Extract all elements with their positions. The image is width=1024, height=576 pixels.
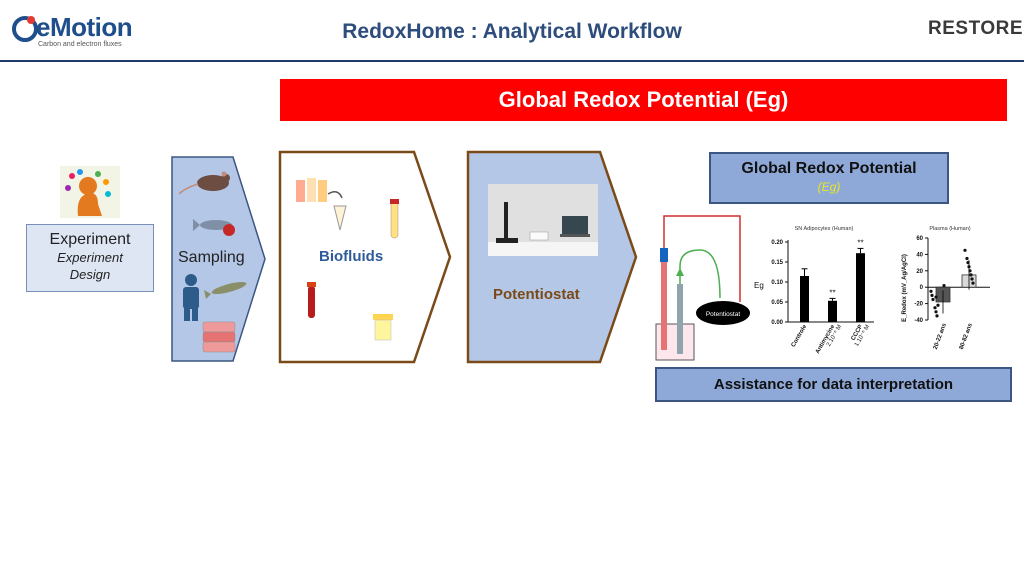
person-icon [183,274,199,321]
adipocytes-ytick-label: 0.20 [771,240,783,246]
mouse-icon [178,171,230,195]
emotion-logo-text: eMotion [36,12,133,42]
adipocytes-ytick-label: 0.15 [771,260,783,266]
plasma-point [929,289,933,293]
plasma-point [966,261,970,265]
experiment-illustration-icon [60,166,120,218]
experiment-box: Experiment Experiment Design [26,224,154,292]
urine-cup-icon [373,314,393,341]
potentiostat-chevron [466,150,638,364]
section-banner: Global Redox Potential (Eg) [280,79,1007,121]
plasma-category-label: 20-22 ans [933,322,948,350]
plasma-point [935,314,939,318]
restore-logo: RESTORE [928,18,1024,39]
plasma-ytick-label: 60 [916,236,923,242]
adipocytes-ytick-label: 0.05 [771,300,783,306]
adipocytes-bar [800,276,809,322]
emotion-logo-tagline: Carbon and electron fluxes [38,41,122,48]
plasma-point [970,277,974,281]
red-tube-icon [307,282,316,318]
plasma-point [933,306,937,310]
experiment-subtitle-line2: Design [69,267,111,282]
global-redox-subtitle: (Eg) [817,180,841,194]
potentiostat-device-label: Potentiostat [706,311,741,318]
adipocytes-chart-title: SN Adipocytes (Human) [795,226,854,232]
experiment-title: Experiment [49,231,131,248]
potentiostat-label: Potentiostat [493,286,580,303]
adipocytes-chart-ylabel: Eg [754,281,764,290]
plasma-chart-ylabel: E_Redox (mV_Ag/AgCl) [902,254,908,322]
cell-flask-icon [202,321,236,353]
fish-icon [193,219,235,236]
plasma-point [971,281,975,285]
emotion-logo-icon [12,16,38,42]
assistance-box: Assistance for data interpretation [655,367,1012,402]
plasma-ytick-label: 0 [920,285,924,291]
electrode-setup-diagram: Potentiostat [655,215,750,361]
plasma-point [936,303,940,307]
adipocytes-category-label: Controle [791,323,809,348]
potentiostat-photo [488,184,598,256]
blood-tube-icon [390,199,399,239]
page-title: RedoxHome : Analytical Workflow [342,20,682,43]
plasma-point [963,248,967,252]
adipocytes-chart: SN Adipocytes (Human) Eg 0.00 0.05 0.10 0.1… [754,226,874,355]
plasma-ytick-label: -40 [914,318,923,324]
emotion-logo: eMotion Carbon and electron fluxes [12,12,133,52]
plasma-category-label: 80-82 ans [959,322,974,350]
plasma-ytick-label: -20 [914,302,923,308]
biofluids-chevron [278,150,452,364]
plasma-chart: Plasma (Human) E_Redox (mV_Ag/AgCl) -40 -… [902,226,990,350]
adipocytes-bar [828,300,837,322]
plasma-point [965,256,969,261]
adipocytes-ytick-label: 0.10 [771,280,783,286]
plasma-chart-title: Plasma (Human) [929,226,970,232]
plasma-ytick-label: 40 [916,252,923,258]
plasma-point [930,293,934,297]
plasma-point [942,283,946,288]
plasma-point [967,265,971,269]
adipocytes-significance: ** [857,238,863,247]
global-redox-title: Global Redox Potential [741,160,917,177]
biofluids-label: Biofluids [319,248,384,265]
plasma-ytick-label: 20 [916,269,923,275]
plasma-point [969,273,973,277]
sample-tubes-icon [296,178,347,231]
adipocytes-bar [856,253,865,322]
plasma-point [931,297,935,302]
experiment-subtitle-line1: Experiment [57,250,123,265]
header-divider [0,60,1024,62]
plasma-point [968,269,972,273]
zebrafish-icon [204,281,247,299]
sampling-label: Sampling [178,249,245,266]
global-redox-box: Global Redox Potential (Eg) [709,152,949,204]
adipocytes-ytick-label: 0.00 [771,320,783,326]
plasma-point [934,295,938,299]
adipocytes-significance: ** [829,288,835,297]
plasma-point [934,310,938,314]
sampling-chevron [171,156,266,362]
